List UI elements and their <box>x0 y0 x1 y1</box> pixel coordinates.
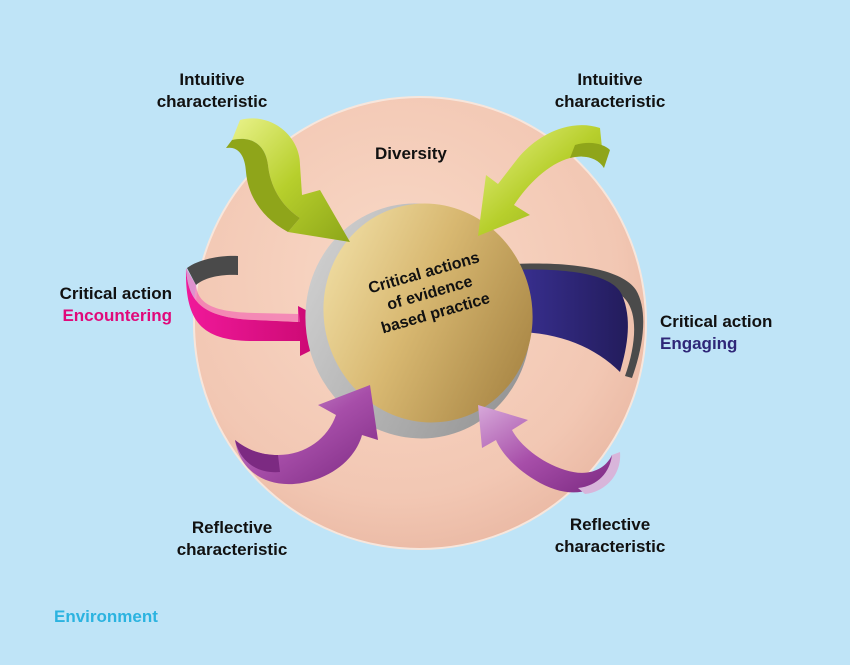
intuitive-arrow-left <box>226 118 350 242</box>
reflective-label-left: Reflective characteristic <box>168 517 296 561</box>
critical-left-line-1: Critical action <box>59 284 172 303</box>
intuitive-left-line-2: characteristic <box>156 92 268 111</box>
intuitive-label-left: Intuitive characteristic <box>148 69 276 113</box>
critical-right-line-1: Critical action <box>660 312 773 331</box>
reflective-left-line-1: Reflective <box>191 518 273 537</box>
encountering-label: Encountering <box>62 306 172 325</box>
engaging-label: Engaging <box>660 334 738 353</box>
intuitive-arrow-right <box>478 125 610 236</box>
engaging-arrow <box>508 263 644 378</box>
intuitive-label-right: Intuitive characteristic <box>546 69 674 113</box>
intuitive-right-line-1: Intuitive <box>577 70 643 89</box>
environment-label: Environment <box>54 607 158 626</box>
reflective-right-line-1: Reflective <box>569 515 651 534</box>
reflective-left-line-2: characteristic <box>176 540 288 559</box>
critical-action-right: Critical action Engaging <box>660 311 772 355</box>
intuitive-left-line-1: Intuitive <box>179 70 245 89</box>
intuitive-right-line-2: characteristic <box>554 92 666 111</box>
reflective-label-right: Reflective characteristic <box>546 514 674 558</box>
critical-action-left: Critical action Encountering <box>58 283 172 327</box>
reflective-arrow-right <box>478 405 621 494</box>
diversity-label: Diversity <box>375 144 447 163</box>
reflective-right-line-2: characteristic <box>554 537 666 556</box>
reflective-arrow-left <box>235 385 378 485</box>
center-disc <box>305 203 533 439</box>
